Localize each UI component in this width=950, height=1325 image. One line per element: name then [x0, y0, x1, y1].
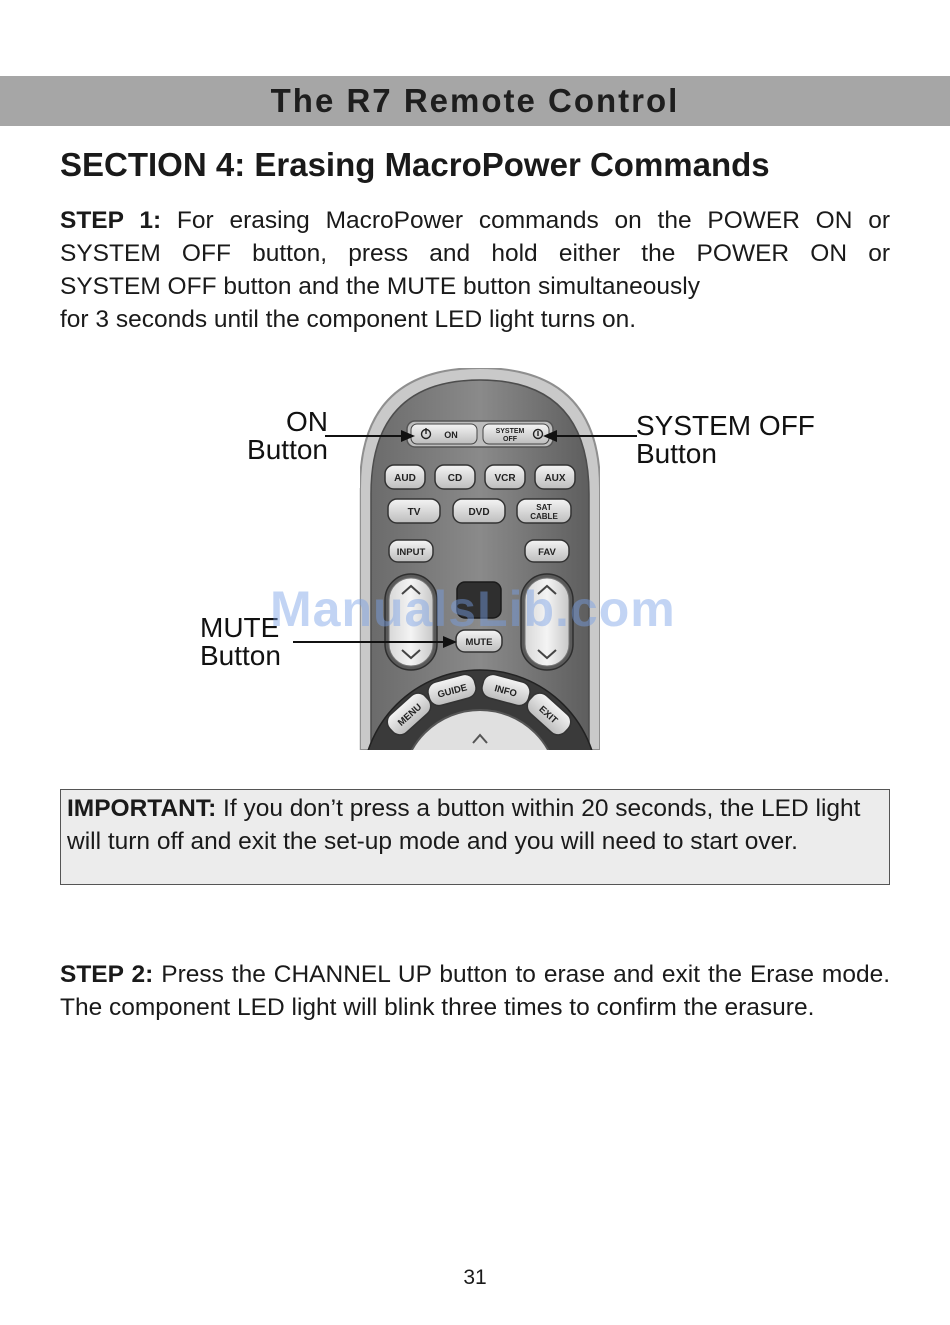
svg-text:FAV: FAV	[538, 547, 556, 558]
step-1-line-2: SYSTEM OFF button, press and hold either…	[60, 240, 890, 267]
important-label: IMPORTANT:	[67, 795, 217, 822]
sat-cable-button[interactable]: SAT CABLE	[516, 498, 572, 524]
system-off-callout-line-1: SYSTEM OFF	[636, 410, 815, 441]
mute-callout-line-2: Button	[200, 640, 281, 671]
system-off-callout-line-2: Button	[636, 438, 717, 469]
page-number: 31	[463, 1266, 487, 1289]
step-1-line-3: SYSTEM OFF button and the MUTE button si…	[60, 273, 701, 300]
svg-text:INPUT: INPUT	[397, 547, 426, 558]
on-callout-line-1: ON	[286, 406, 328, 437]
step-2-label: STEP 2:	[60, 961, 154, 988]
system-off-arrow	[543, 430, 637, 442]
svg-text:CABLE: CABLE	[530, 512, 558, 521]
on-callout-line-2: Button	[247, 434, 328, 465]
svg-text:DVD: DVD	[468, 507, 489, 518]
header-title: The R7 Remote Control	[270, 82, 680, 119]
watermark: ManualsLib.com	[270, 581, 676, 637]
on-callout: ON Button	[238, 408, 328, 464]
channel-rocker[interactable]	[520, 573, 574, 671]
svg-text:OFF: OFF	[503, 436, 518, 443]
aud-button[interactable]: AUD	[384, 464, 426, 490]
input-button[interactable]: INPUT	[388, 539, 434, 563]
system-off-button[interactable]: SYSTEM OFF	[482, 423, 550, 445]
dvd-button[interactable]: DVD	[452, 498, 506, 524]
cd-button[interactable]: CD	[434, 464, 476, 490]
aux-button[interactable]: AUX	[534, 464, 576, 490]
exit-button[interactable]: EXIT	[523, 689, 575, 739]
mute-callout: MUTE Button	[200, 614, 281, 670]
info-button[interactable]: INFO	[480, 672, 533, 708]
vcr-button[interactable]: VCR	[484, 464, 526, 490]
tv-button[interactable]: TV	[387, 498, 441, 524]
svg-text:TV: TV	[408, 507, 421, 518]
section-title: SECTION 4: Erasing MacroPower Commands	[60, 146, 770, 183]
prev-ch-button[interactable]	[456, 581, 502, 619]
svg-text:SAT: SAT	[536, 503, 552, 512]
step-1-line-4: for 3 seconds until the component LED li…	[60, 306, 637, 333]
remote-illustration: ON SYSTEM OFF AUD CD VCR	[293, 368, 637, 750]
nav-ring-inner	[410, 709, 550, 750]
step-1-paragraph: STEP 1: For erasing MacroPower commands …	[60, 204, 890, 336]
on-arrow	[325, 430, 415, 442]
svg-text:VCR: VCR	[494, 473, 516, 484]
important-box: IMPORTANT: If you don’t press a button w…	[60, 789, 890, 885]
important-text: If you don’t press a button within 20 se…	[67, 795, 861, 855]
svg-text:ON: ON	[444, 430, 458, 440]
volume-rocker[interactable]	[384, 573, 438, 671]
fav-button[interactable]: FAV	[524, 539, 570, 563]
svg-text:CD: CD	[448, 473, 462, 484]
step-1-label: STEP 1:	[60, 207, 162, 234]
on-button[interactable]: ON	[410, 423, 478, 445]
svg-text:SYSTEM: SYSTEM	[496, 428, 525, 435]
step-1-line-1: STEP 1: For erasing MacroPower commands …	[60, 207, 891, 234]
mute-callout-line-1: MUTE	[200, 612, 280, 643]
remote-figure: ON SYSTEM OFF AUD CD VCR	[195, 368, 845, 750]
step-2-paragraph: STEP 2: Press the CHANNEL UP button to e…	[60, 958, 890, 1024]
svg-text:AUX: AUX	[544, 473, 565, 484]
header-band: The R7 Remote Control	[0, 76, 950, 126]
svg-text:AUD: AUD	[394, 473, 416, 484]
mute-arrow	[293, 636, 457, 648]
svg-text:MUTE: MUTE	[466, 637, 493, 648]
guide-button[interactable]: GUIDE	[426, 672, 479, 708]
mute-button[interactable]: MUTE	[455, 629, 503, 653]
step-2-text: Press the CHANNEL UP button to erase and…	[60, 961, 891, 1021]
system-off-callout: SYSTEM OFF Button	[636, 412, 815, 468]
